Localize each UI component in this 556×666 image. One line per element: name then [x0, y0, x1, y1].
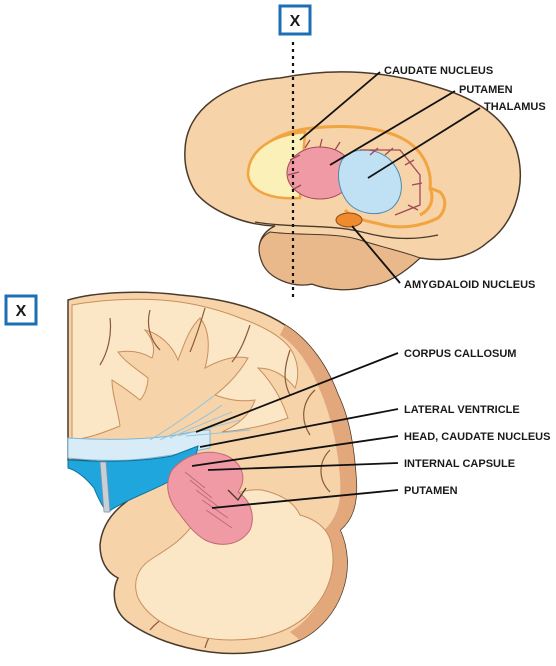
label-caudate-nucleus: CAUDATE NUCLEUS [384, 65, 493, 77]
septum [99, 461, 111, 513]
label-thalamus: THALAMUS [484, 101, 546, 113]
leader-putamen-bottom [211, 489, 399, 509]
caudate-tail [360, 147, 423, 216]
insula-notch [227, 487, 247, 502]
label-putamen-bottom: PUTAMEN [404, 485, 458, 497]
leader-caudate [299, 71, 381, 141]
section-marker-top: X [278, 4, 312, 36]
internal-capsule-fibers [184, 471, 233, 529]
leader-corpus-callosum [195, 352, 399, 433]
leader-thalamus [367, 107, 481, 179]
label-corpus-callosum: CORPUS CALLOSUM [404, 348, 516, 360]
leader-internal-capsule [207, 462, 399, 471]
leader-head-caudate [191, 435, 399, 467]
leader-lines [191, 71, 481, 509]
thalamus-shape [338, 149, 402, 215]
corpus-callosum-shape [67, 429, 211, 461]
temporal-lobe-shade [258, 231, 421, 291]
section-marker-top-label: X [290, 13, 301, 30]
leader-putamen-top [329, 90, 456, 166]
callosal-fibers [149, 394, 251, 441]
amygdala-shape [335, 212, 363, 228]
caudate-c-shape [250, 125, 447, 229]
lateral-brain-view [184, 42, 522, 300]
labels: CAUDATE NUCLEUS PUTAMEN THALAMUS AMYGDAL… [384, 65, 550, 497]
label-amygdaloid-nucleus: AMYGDALOID NUCLEUS [404, 279, 535, 291]
leader-lateral-ventricle [199, 408, 399, 448]
section-marker-bottom-label: X [16, 303, 27, 320]
leader-amygdala [351, 225, 401, 284]
label-lateral-ventricle: LATERAL VENTRICLE [404, 404, 520, 416]
label-putamen-top: PUTAMEN [459, 84, 513, 96]
striatal-bridges [287, 138, 341, 191]
label-internal-capsule: INTERNAL CAPSULE [404, 458, 515, 470]
cortex-rim [280, 325, 357, 640]
white-matter-gyri-lower [135, 489, 334, 641]
label-head-caudate-nucleus: HEAD, CAUDATE NUCLEUS [404, 431, 550, 443]
lateral-sulcus [254, 221, 439, 240]
section-marker-bottom: X [4, 294, 38, 326]
coronal-section-view [67, 291, 358, 655]
